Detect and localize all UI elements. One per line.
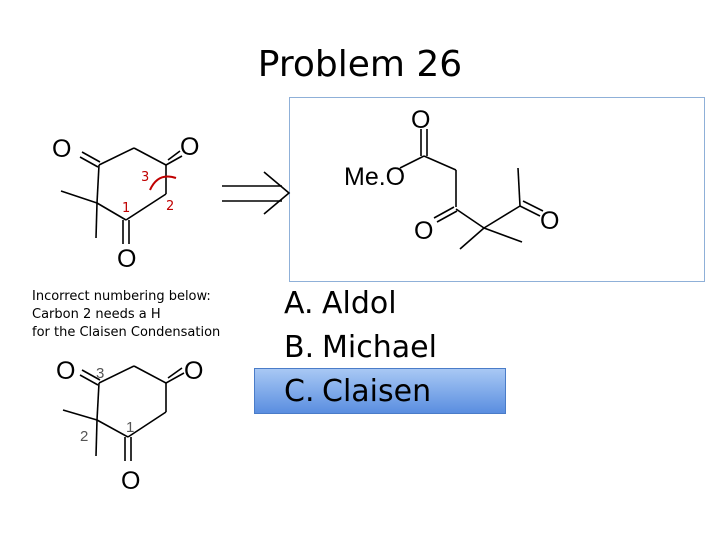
numbering-note: Incorrect numbering below: Carbon 2 need… (32, 288, 272, 342)
choice-letter: B. (284, 330, 315, 365)
choice-letter: C. (284, 374, 315, 409)
reactant-number-3: 3 (141, 170, 149, 185)
answer-choices: A.Aldol B.Michael C.Claisen (254, 282, 514, 414)
choice-text: Claisen (322, 374, 432, 409)
reactant-structure (60, 147, 183, 244)
reactant-oxygen-left: O (52, 135, 71, 163)
note-line: Incorrect numbering below: (32, 289, 211, 304)
product-structure (399, 129, 544, 250)
choice-text: Aldol (322, 286, 397, 321)
slide-title: Problem 26 (257, 44, 463, 85)
incorrect-number-2: 2 (80, 428, 88, 445)
reactant-number-1: 1 (122, 201, 130, 216)
product-box (289, 97, 705, 282)
reaction-arrow (222, 171, 291, 215)
incorrect-structure (62, 365, 185, 461)
note-line: Carbon 2 needs a H (32, 307, 161, 322)
product-oxygen-bottom: O (414, 217, 433, 245)
incorrect-number-1: 1 (126, 419, 134, 436)
incorrect-number-3: 3 (96, 365, 104, 382)
choice-michael[interactable]: B.Michael (284, 326, 514, 370)
choice-claisen[interactable]: C.Claisen (254, 368, 514, 414)
choice-aldol[interactable]: A.Aldol (284, 282, 514, 326)
incorrect-oxygen-right: O (184, 357, 203, 385)
product-oxygen-top: O (411, 106, 430, 134)
reactant-number-2: 2 (166, 199, 174, 214)
product-methoxy: Me.O (344, 163, 405, 191)
product-oxygen-right: O (540, 207, 559, 235)
note-line: for the Claisen Condensation (32, 325, 221, 340)
bond-break-mark (149, 175, 177, 191)
choice-text: Michael (322, 330, 437, 365)
choice-letter: A. (284, 286, 314, 321)
incorrect-oxygen-bottom: O (121, 467, 140, 495)
reactant-oxygen-bottom: O (117, 245, 136, 273)
incorrect-oxygen-left: O (56, 357, 75, 385)
reactant-oxygen-right: O (180, 133, 199, 161)
